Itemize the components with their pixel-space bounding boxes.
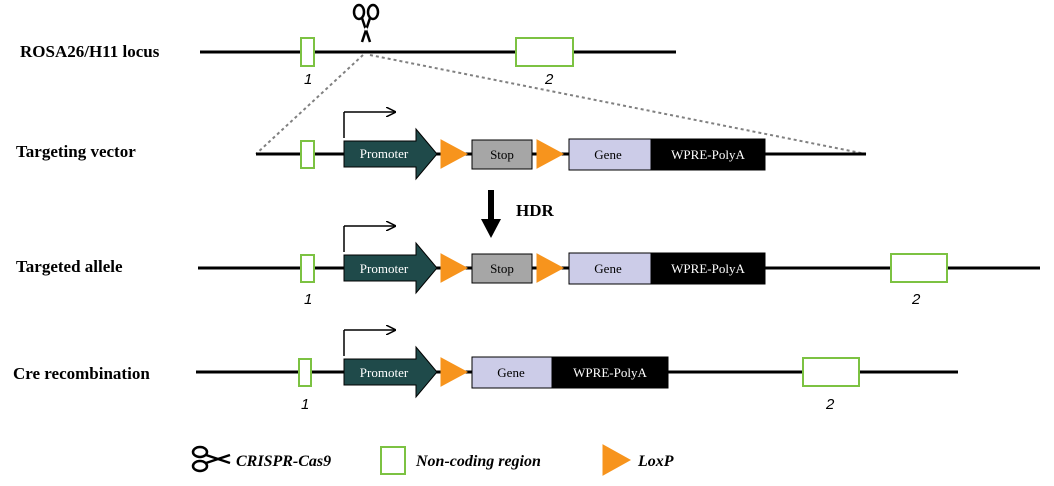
- exon-2-label: 2: [544, 71, 554, 88]
- gene-box: [568, 138, 652, 171]
- hdr-arrow-head: [481, 219, 501, 238]
- promoter-label: Promoter: [360, 146, 409, 161]
- wpre-polya-label: WPRE-PolyA: [573, 365, 647, 380]
- exon-1: [300, 140, 315, 169]
- stop-label: Stop: [490, 147, 514, 162]
- exon-1: [300, 37, 315, 67]
- promoter-arrow: [343, 127, 438, 181]
- row-label-locus: ROSA26/H11 locus: [20, 42, 160, 61]
- homology-line-right: [369, 54, 867, 155]
- exon-1-label: 1: [304, 71, 312, 88]
- gene-label: Gene: [497, 365, 525, 380]
- scissors-icon: [352, 3, 380, 43]
- stop-cassette: [471, 139, 533, 170]
- wpre-polya-label: WPRE-PolyA: [671, 261, 745, 276]
- scissors-icon: [191, 445, 231, 473]
- row-label-targeted: Targeted allele: [16, 257, 123, 276]
- hdr-step: HDR: [481, 190, 555, 238]
- row-locus: ROSA26/H11 locus 1 2: [20, 3, 676, 88]
- loxp-site: [536, 139, 565, 169]
- homology-line-left: [255, 54, 364, 155]
- exon-2-label: 2: [911, 291, 921, 308]
- row-label-cre: Cre recombination: [13, 364, 150, 383]
- stop-cassette: [471, 253, 533, 284]
- legend-noncoding-label: Non-coding region: [415, 453, 541, 470]
- legend-noncoding-swatch: [380, 446, 406, 475]
- exon-2: [802, 357, 860, 387]
- row-label-vector: Targeting vector: [16, 142, 136, 161]
- promoter-label: Promoter: [360, 365, 409, 380]
- exon-1-label: 1: [301, 396, 309, 413]
- row-cre: Cre recombination 1 Promoter Gene WPRE-P…: [13, 330, 958, 413]
- stop-label: Stop: [490, 261, 514, 276]
- row-vector: Targeting vector Promoter Stop Gene WPRE…: [16, 112, 866, 181]
- loxp-site: [536, 253, 565, 283]
- exon-1: [300, 254, 315, 283]
- legend-crispr-label: CRISPR-Cas9: [236, 453, 331, 470]
- loxp-site: [440, 139, 469, 169]
- transcription-start-arrow: [343, 330, 395, 356]
- hdr-arrow-shaft: [488, 190, 494, 221]
- exon-1-label: 1: [304, 291, 312, 308]
- loxp-site: [440, 253, 469, 283]
- promoter-label: Promoter: [360, 261, 409, 276]
- legend-loxp-label: LoxP: [637, 453, 674, 470]
- hdr-label: HDR: [516, 201, 555, 220]
- exon-2: [890, 253, 948, 283]
- promoter-arrow: [343, 345, 438, 399]
- wpre-polya-box: [551, 356, 669, 389]
- gene-box: [471, 356, 553, 389]
- gene-label: Gene: [594, 147, 622, 162]
- row-targeted: Targeted allele 1 Promoter Stop Gene WPR…: [16, 226, 1040, 308]
- wpre-polya-label: WPRE-PolyA: [671, 147, 745, 162]
- exon-2-label: 2: [825, 396, 835, 413]
- legend-loxp-swatch: [602, 444, 632, 476]
- gene-box: [568, 252, 652, 285]
- legend: CRISPR-Cas9 Non-coding region LoxP: [191, 444, 674, 476]
- wpre-polya-box: [650, 138, 766, 171]
- transcription-start-arrow: [343, 112, 395, 138]
- exon-2: [515, 37, 574, 67]
- transcription-start-arrow: [343, 226, 395, 252]
- promoter-arrow: [343, 241, 438, 295]
- wpre-polya-box: [650, 252, 766, 285]
- exon-1: [298, 358, 312, 387]
- loxp-site: [440, 357, 469, 387]
- gene-label: Gene: [594, 261, 622, 276]
